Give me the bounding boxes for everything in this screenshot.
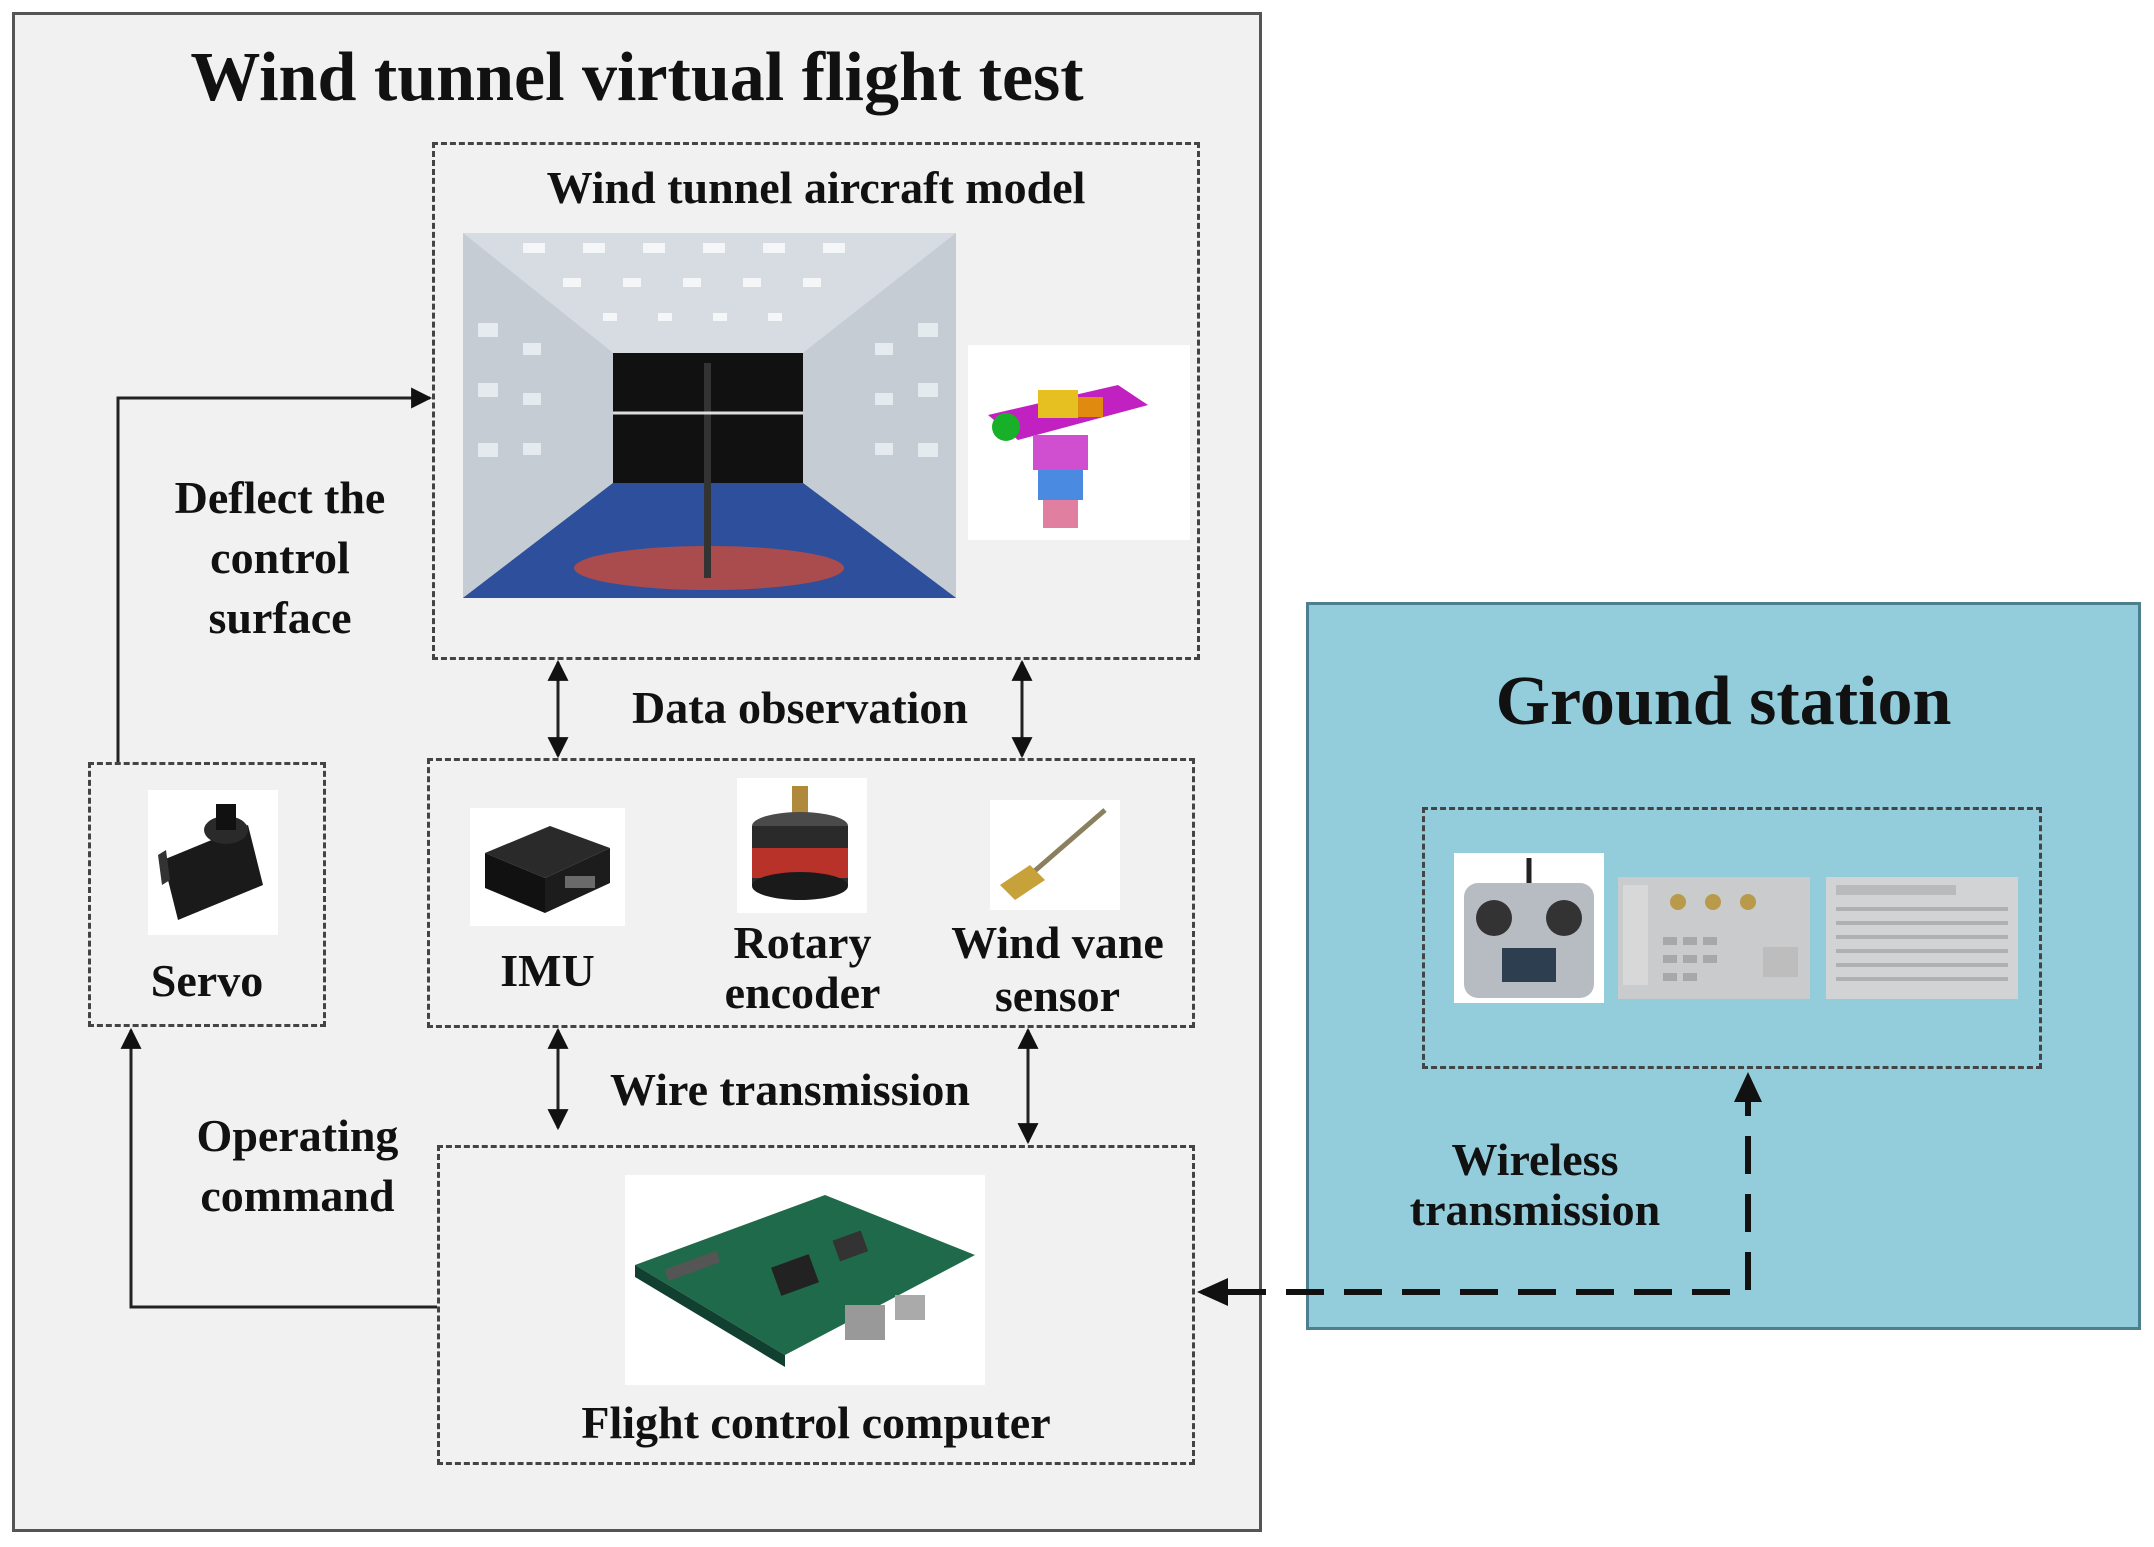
ground-software-screen-1 bbox=[1618, 877, 1810, 999]
flight-computer-image bbox=[625, 1175, 985, 1385]
operating-command-label-line2: command bbox=[200, 1170, 395, 1221]
gimbal-cad-image bbox=[968, 345, 1190, 540]
rotary-encoder-image bbox=[737, 778, 867, 913]
wind-vane-label-line1: Wind vane bbox=[951, 917, 1164, 968]
flight-computer-box bbox=[437, 1145, 1195, 1465]
wireless-transmission-label-line1: Wireless bbox=[1451, 1134, 1619, 1185]
deflect-label-line2: control bbox=[210, 532, 350, 583]
servo-label: Servo bbox=[150, 955, 264, 1006]
ground-software-screen-2 bbox=[1826, 877, 2018, 999]
wind-vane-label-line2: sensor bbox=[994, 970, 1121, 1021]
deflect-arrow bbox=[116, 387, 433, 762]
wireless-arrowhead-up bbox=[1734, 1072, 1762, 1102]
main-title: Wind tunnel virtual flight test bbox=[190, 39, 1084, 116]
aircraft-model-label: Wind tunnel aircraft model bbox=[546, 162, 1086, 213]
wireless-arrowhead-left bbox=[1197, 1278, 1228, 1306]
servo-image bbox=[148, 790, 278, 935]
rotary-encoder-label-line2: encoder bbox=[724, 967, 881, 1018]
deflect-label-line3: surface bbox=[208, 592, 352, 643]
imu-image bbox=[470, 808, 625, 926]
sensors-box bbox=[427, 758, 1195, 1028]
deflect-label-line1: Deflect the bbox=[174, 472, 386, 523]
wind-vane-image bbox=[990, 800, 1120, 910]
operating-command-label-line1: Operating bbox=[196, 1110, 399, 1161]
operating-command-arrow bbox=[120, 1027, 437, 1309]
data-observation-label: Data observation bbox=[631, 682, 969, 733]
aircraft-model-box bbox=[432, 142, 1200, 660]
ground-station-inner-box bbox=[1422, 807, 2042, 1069]
wind-tunnel-photo bbox=[463, 233, 956, 598]
wireless-transmission-label-line2: transmission bbox=[1409, 1184, 1661, 1235]
imu-label: IMU bbox=[500, 945, 595, 996]
rotary-encoder-label-line1: Rotary bbox=[733, 917, 872, 968]
flight-computer-label: Flight control computer bbox=[581, 1397, 1051, 1448]
rc-transmitter-image bbox=[1454, 853, 1604, 1003]
wire-transmission-label: Wire transmission bbox=[610, 1064, 970, 1115]
wireless-transmission-path bbox=[1203, 1078, 1751, 1295]
servo-box bbox=[88, 762, 326, 1027]
ground-station-title: Ground station bbox=[1495, 663, 1952, 740]
